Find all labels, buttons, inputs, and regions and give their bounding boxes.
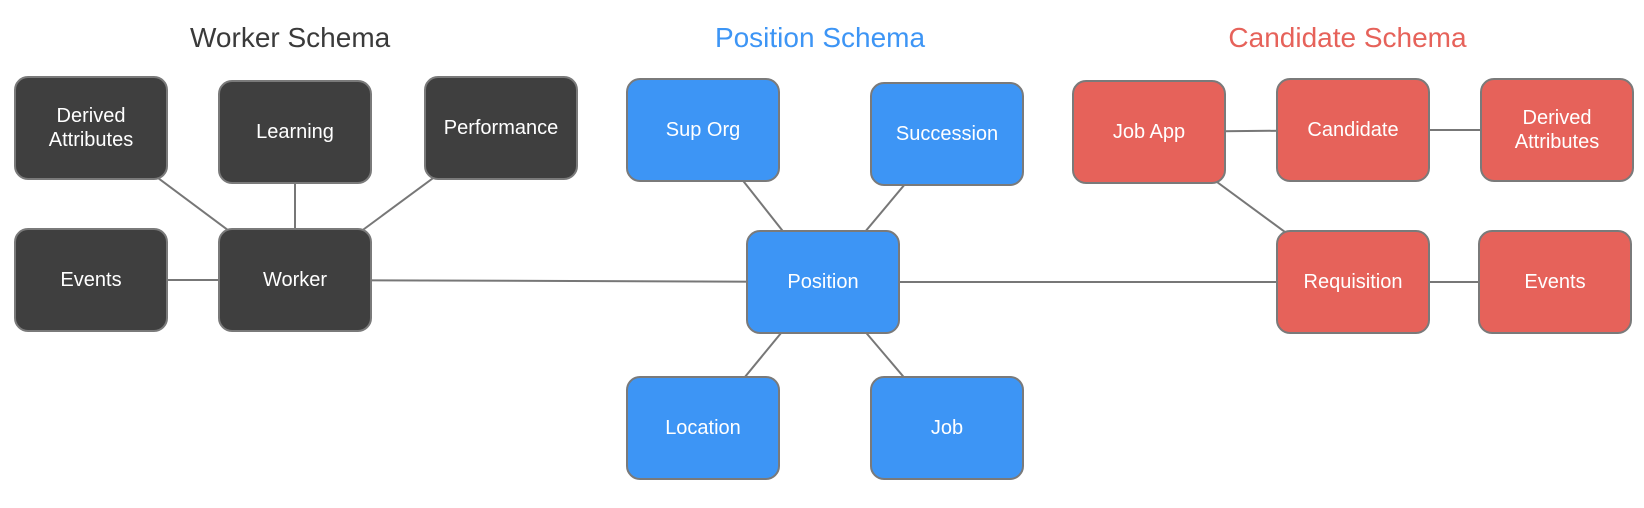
worker-node[interactable]: Worker bbox=[218, 228, 372, 332]
requisition-node[interactable]: Requisition bbox=[1276, 230, 1430, 334]
sup-org-node[interactable]: Sup Org bbox=[626, 78, 780, 182]
position-schema-title: Position Schema bbox=[714, 22, 926, 53]
connector-worker-position bbox=[294, 279, 824, 283]
candidate-node[interactable]: Candidate bbox=[1276, 78, 1430, 182]
worker-derived-attributes-node[interactable]: Derived Attributes bbox=[14, 76, 168, 180]
job-node[interactable]: Job bbox=[870, 376, 1024, 480]
location-node[interactable]: Location bbox=[626, 376, 780, 480]
performance-node[interactable]: Performance bbox=[424, 76, 578, 180]
candidate-derived-attributes-node[interactable]: Derived Attributes bbox=[1480, 78, 1634, 182]
candidate-schema-title: Candidate Schema bbox=[1228, 22, 1467, 53]
job-app-node[interactable]: Job App bbox=[1072, 80, 1226, 184]
succession-node[interactable]: Succession bbox=[870, 82, 1024, 186]
learning-node[interactable]: Learning bbox=[218, 80, 372, 184]
worker-schema-title: Worker Schema bbox=[190, 22, 391, 53]
position-node[interactable]: Position bbox=[746, 230, 900, 334]
candidate-events-node[interactable]: Events bbox=[1478, 230, 1632, 334]
worker-events-node[interactable]: Events bbox=[14, 228, 168, 332]
